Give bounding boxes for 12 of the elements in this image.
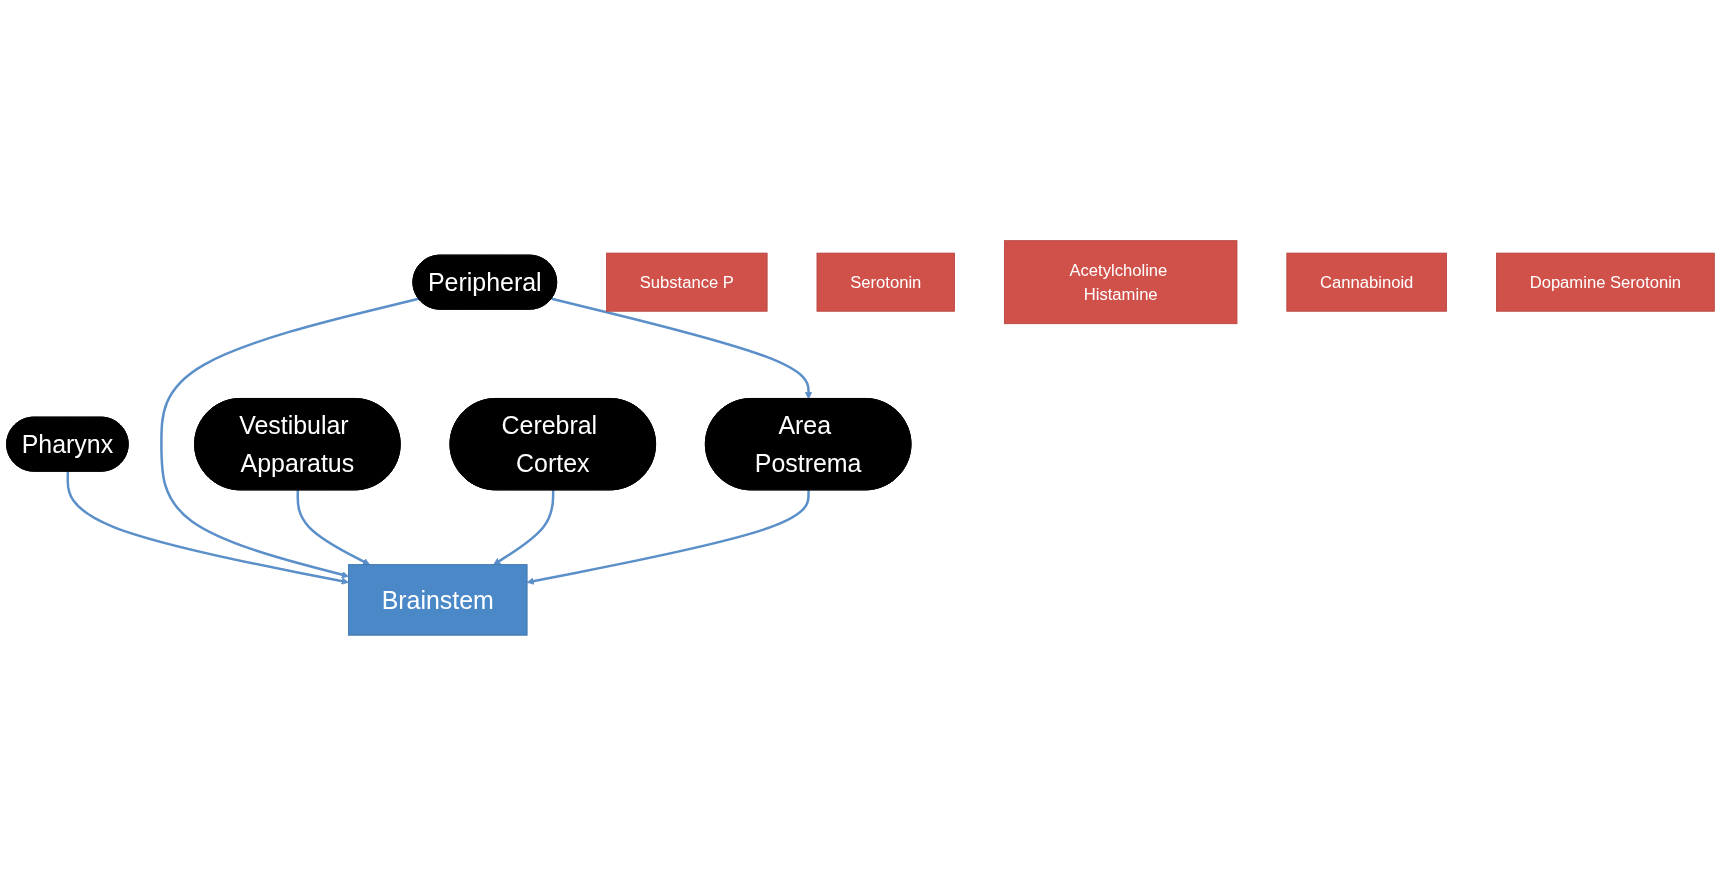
node-box: Serotonin [816, 252, 955, 312]
arrow [493, 490, 555, 565]
node-box: Cannabinoid [1286, 252, 1447, 312]
arrow [526, 490, 810, 585]
node-box: Acetylcholine Histamine [1003, 240, 1238, 325]
arrow [66, 471, 349, 585]
arrow [296, 490, 370, 565]
node-box: Brainstem [348, 564, 528, 636]
arrow [160, 297, 420, 579]
node-box: Dopamine Serotonin [1496, 252, 1715, 312]
arrow [551, 297, 813, 400]
node-box: Substance P [606, 252, 768, 312]
